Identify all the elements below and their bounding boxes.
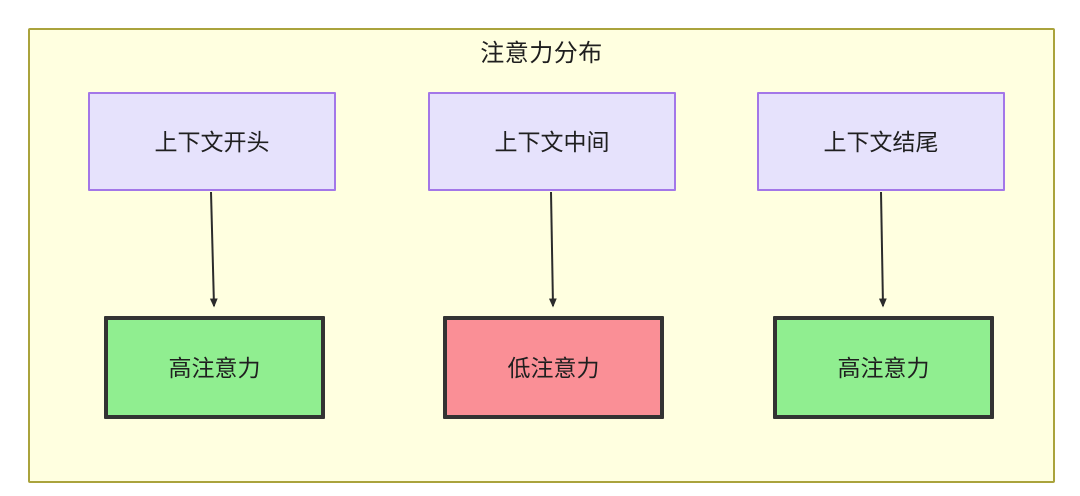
- node-ctx-end-label: 上下文结尾: [823, 128, 939, 155]
- node-attn-low-middle-label: 低注意力: [507, 354, 600, 381]
- node-attn-high-start-label: 高注意力: [168, 354, 261, 381]
- node-attn-high-end[interactable]: 高注意力: [773, 316, 994, 419]
- node-ctx-start[interactable]: 上下文开头: [88, 92, 336, 191]
- node-ctx-middle[interactable]: 上下文中间: [428, 92, 676, 191]
- node-attn-low-middle[interactable]: 低注意力: [443, 316, 664, 419]
- node-ctx-start-label: 上下文开头: [154, 128, 270, 155]
- node-ctx-middle-label: 上下文中间: [494, 128, 610, 155]
- node-attn-high-end-label: 高注意力: [837, 354, 930, 381]
- node-ctx-end[interactable]: 上下文结尾: [757, 92, 1005, 191]
- subgraph-title: 注意力分布: [480, 40, 603, 67]
- node-attn-high-start[interactable]: 高注意力: [104, 316, 325, 419]
